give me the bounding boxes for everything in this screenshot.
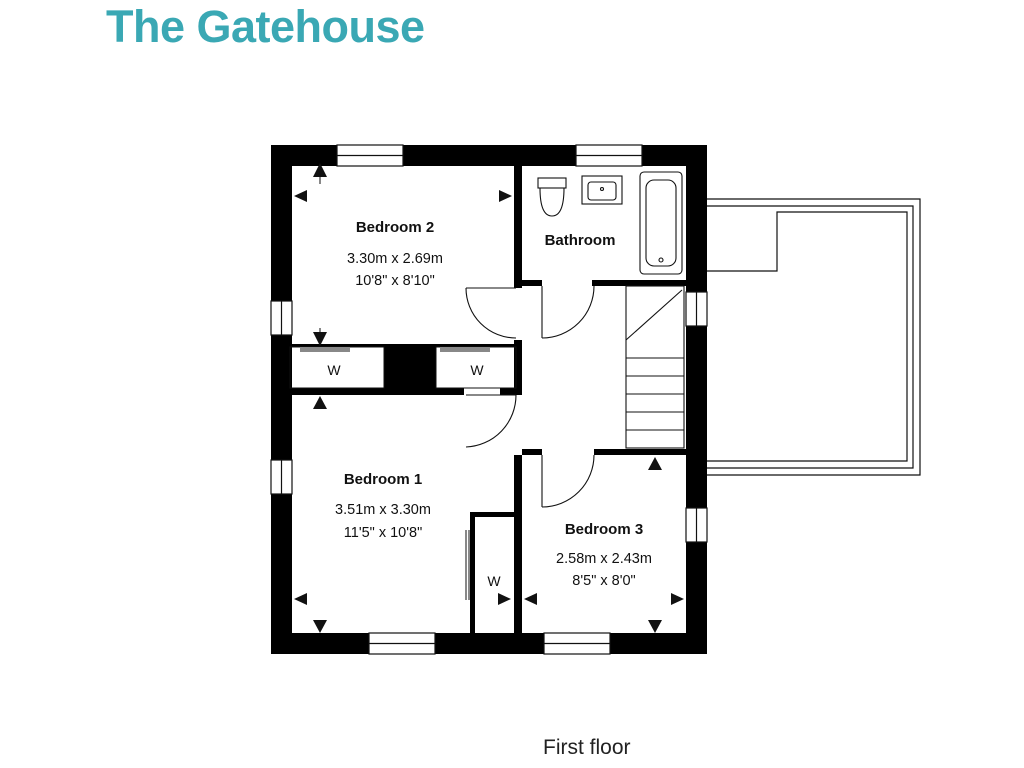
bedroom2-metric: 3.30m x 2.69m bbox=[347, 251, 443, 267]
balcony-outline bbox=[707, 198, 921, 476]
page-title: The Gatehouse bbox=[106, 1, 425, 52]
bedroom3-name: Bedroom 3 bbox=[565, 521, 643, 538]
doors bbox=[465, 285, 595, 508]
bedroom1-metric: 3.51m x 3.30m bbox=[335, 502, 431, 518]
bathroom-fixtures bbox=[537, 171, 683, 275]
bathroom-name: Bathroom bbox=[545, 232, 616, 249]
windows bbox=[270, 144, 708, 655]
bedroom3-imperial: 8'5" x 8'0" bbox=[572, 573, 635, 589]
staircase bbox=[625, 285, 685, 449]
wardrobes bbox=[289, 346, 517, 600]
bedroom2-name: Bedroom 2 bbox=[356, 219, 434, 236]
dimension-arrows bbox=[294, 163, 684, 633]
bedroom1-name: Bedroom 1 bbox=[344, 471, 422, 488]
bedroom3-metric: 2.58m x 2.43m bbox=[556, 551, 652, 567]
wardrobe-label: W bbox=[470, 362, 484, 378]
bedroom1-imperial: 11'5" x 10'8" bbox=[344, 525, 422, 541]
toilet bbox=[537, 177, 567, 189]
floor-caption: First floor bbox=[543, 736, 631, 759]
wardrobe-label: W bbox=[487, 573, 501, 589]
bath bbox=[639, 171, 683, 275]
wardrobe-label: W bbox=[327, 362, 341, 378]
bedroom2-imperial: 10'8" x 8'10" bbox=[355, 273, 435, 289]
basin bbox=[581, 175, 623, 205]
